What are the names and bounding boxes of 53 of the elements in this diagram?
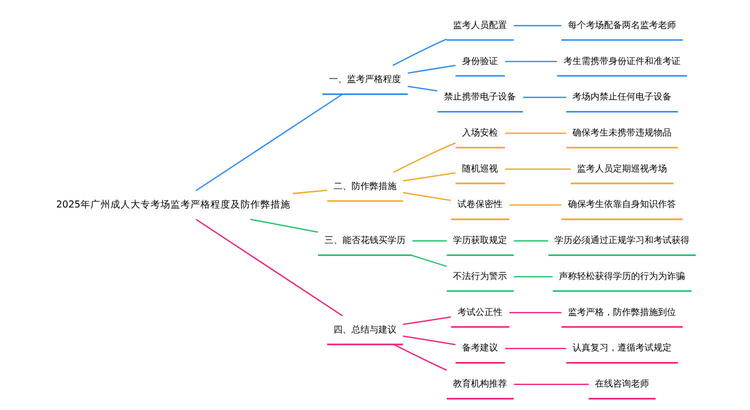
node-text: 四、总结与建议 bbox=[334, 325, 397, 336]
connector bbox=[505, 348, 566, 350]
connector bbox=[523, 96, 566, 98]
connector bbox=[408, 64, 456, 74]
connector bbox=[408, 86, 438, 92]
node-text: 一、监考严格程度 bbox=[329, 75, 402, 86]
node-text: 随机巡视 bbox=[462, 164, 498, 174]
connector bbox=[402, 316, 451, 326]
node-text: 三、能否花钱买学历 bbox=[324, 236, 406, 246]
connector bbox=[505, 168, 570, 170]
node-text: 试卷保密性 bbox=[458, 200, 503, 210]
node-text: 学历必须通过正规学习和考试获得 bbox=[554, 236, 690, 246]
connector bbox=[402, 172, 456, 182]
connector bbox=[250, 218, 318, 233]
node-text: 监考严格，防作弊措施到位 bbox=[568, 308, 676, 318]
node-text: 在线咨询老师 bbox=[595, 380, 650, 390]
connector bbox=[514, 276, 553, 278]
connector bbox=[412, 240, 447, 242]
node-text: 二、防作弊措施 bbox=[334, 182, 397, 192]
node-text: 监考人员配置 bbox=[453, 20, 508, 31]
connector bbox=[402, 192, 451, 201]
node-text: 入场安检 bbox=[462, 128, 498, 138]
node-text: 禁止携带电子设备 bbox=[444, 92, 516, 103]
connector bbox=[411, 254, 447, 267]
connector bbox=[509, 312, 562, 314]
node-text: 学历获取规定 bbox=[453, 236, 508, 246]
connector bbox=[196, 94, 343, 192]
node-text: 备考建议 bbox=[462, 344, 498, 354]
connector bbox=[514, 25, 562, 26]
connector bbox=[514, 240, 548, 242]
node-text: 身份验证 bbox=[462, 56, 498, 67]
node-text: 2025年广州成人大专考场监考严格程度及防作弊措施 bbox=[56, 199, 290, 210]
connector bbox=[292, 190, 328, 194]
connector bbox=[402, 336, 456, 346]
node-text: 考试公正性 bbox=[458, 308, 503, 318]
connector bbox=[392, 38, 447, 66]
connector bbox=[505, 132, 566, 134]
node-text: 监考人员定期巡视考场 bbox=[577, 164, 668, 174]
connector bbox=[509, 204, 562, 206]
connector bbox=[196, 218, 343, 316]
connector bbox=[505, 60, 558, 62]
node-text: 每个考场配备两名监考老师 bbox=[568, 20, 676, 31]
node-text: 不法行为警示 bbox=[453, 272, 508, 282]
connector bbox=[514, 384, 589, 385]
node-text: 教育机构推荐 bbox=[453, 380, 508, 390]
connector bbox=[393, 142, 456, 173]
node-text: 确保考生未携带违规物品 bbox=[572, 128, 672, 138]
node-text: 确保考生依靠自身知识作答 bbox=[568, 200, 676, 210]
node-text: 考生需携带身份证件和准考证 bbox=[564, 56, 681, 67]
node-text: 声称轻松获得学历的行为为诈骗 bbox=[559, 272, 686, 282]
node-text: 认真复习，遵循考试规定 bbox=[572, 344, 672, 354]
connector bbox=[394, 344, 447, 371]
node-text: 考场内禁止任何电子设备 bbox=[572, 92, 672, 103]
